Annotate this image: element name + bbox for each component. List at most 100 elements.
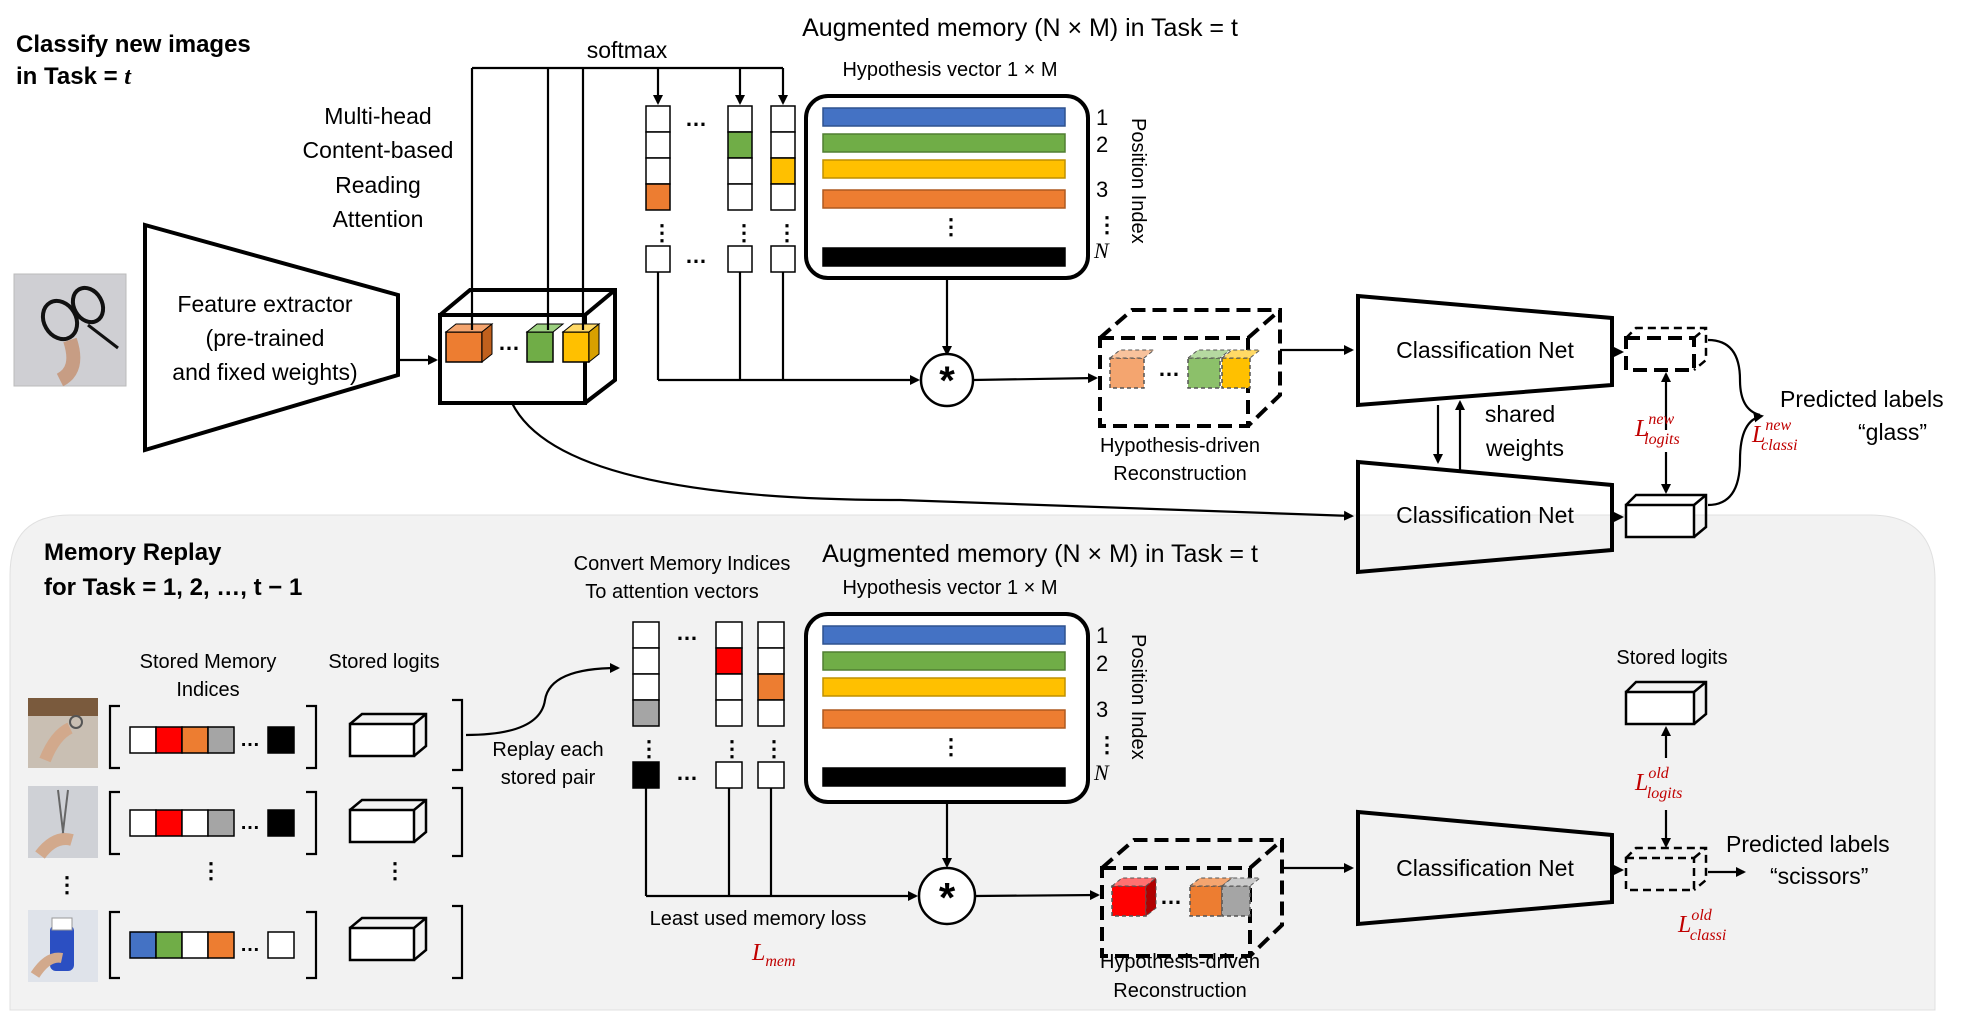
index-2-bottom: 2 xyxy=(1096,651,1108,676)
logits-ellipsis: ⋮ xyxy=(384,858,406,883)
svg-text:⋮: ⋮ xyxy=(763,736,785,761)
feature-extractor-label-1: Feature extractor xyxy=(177,291,352,317)
index-n-bottom: N xyxy=(1093,760,1110,785)
position-index-top: Position Index xyxy=(1127,118,1149,244)
index-3-bottom: 3 xyxy=(1096,697,1108,722)
scissors-photo-icon-2 xyxy=(28,786,98,859)
index-3-top: 3 xyxy=(1096,177,1108,202)
replay-label-1: Replay each xyxy=(492,739,603,761)
attention-label-2: Content-based xyxy=(303,137,454,163)
feature-extractor-label-3: and fixed weights) xyxy=(172,359,357,385)
bottom-title-line2: for Task = 1, 2, …, t − 1 xyxy=(44,574,302,601)
attention-to-conv-lines-bottom xyxy=(644,788,918,901)
stored-logits-label: Stored logits xyxy=(328,651,439,673)
convert-label-1: Convert Memory Indices xyxy=(574,553,791,575)
svg-text:…: … xyxy=(685,243,707,268)
index-row-ellipsis: ⋮ xyxy=(200,858,222,883)
replay-label-2: stored pair xyxy=(501,767,596,789)
reconstruction-box-bottom: … xyxy=(1100,838,1284,958)
reconstruction-box-top: … xyxy=(1098,308,1282,428)
svg-text:…: … xyxy=(1160,884,1182,909)
classification-net-3 xyxy=(1356,809,1614,927)
svg-text:⋮: ⋮ xyxy=(1096,212,1118,237)
feature-extractor-block xyxy=(143,222,400,453)
feature-extractor-label-2: (pre-trained xyxy=(206,325,325,351)
position-index-bottom: Position Index xyxy=(1127,634,1149,760)
softmax-label: softmax xyxy=(587,37,668,63)
reconstruction-caption-top-2: Reconstruction xyxy=(1113,463,1246,485)
svg-text:⋮: ⋮ xyxy=(638,736,660,761)
classification-net-1 xyxy=(1356,293,1614,408)
shared-weights-label-1: shared xyxy=(1485,401,1555,427)
arrow-conv-to-reconstruction-bottom xyxy=(974,890,1100,901)
augmented-memory-bottom: ⋮ xyxy=(804,612,1090,804)
predicted-value-top: “glass” xyxy=(1858,419,1927,445)
index-2-top: 2 xyxy=(1096,132,1108,157)
predicted-labels-bottom: Predicted labels xyxy=(1726,831,1890,857)
attention-label-3: Reading xyxy=(335,172,421,198)
svg-text:…: … xyxy=(1158,356,1180,381)
reconstruction-caption-bottom-2: Reconstruction xyxy=(1113,980,1246,1002)
svg-text:…: … xyxy=(676,760,698,785)
memory-title-bottom: Augmented memory (N × M) in Task = t xyxy=(822,540,1258,568)
predicted-labels-top: Predicted labels xyxy=(1780,386,1944,412)
top-title-line2: in Task = t xyxy=(16,63,132,90)
stored-indices-label-1: Stored Memory xyxy=(140,651,277,673)
attention-vectors-bottom: ⋮ ⋮ ⋮ … … xyxy=(632,620,785,789)
memory-title-top: Augmented memory (N × M) in Task = t xyxy=(802,14,1238,42)
least-used-label: Least used memory loss xyxy=(650,908,867,930)
attention-label-4: Attention xyxy=(333,206,424,232)
augmented-memory-top: ⋮ xyxy=(804,94,1090,280)
attention-label-1: Multi-head xyxy=(324,103,431,129)
stored-index-row-2: … xyxy=(108,790,318,856)
top-title-line1: Classify new images xyxy=(16,31,251,58)
svg-text:…: … xyxy=(685,106,707,131)
svg-text:⋮: ⋮ xyxy=(1096,732,1118,757)
svg-text:⋮: ⋮ xyxy=(721,736,743,761)
stored-logits-box-3 xyxy=(348,904,464,980)
classification-net-2 xyxy=(1356,459,1614,575)
predicted-value-bottom: “scissors” xyxy=(1770,863,1868,889)
index-1-bottom: 1 xyxy=(1096,623,1108,648)
arrow-conv-to-reconstruction xyxy=(972,373,1098,384)
svg-text:*: * xyxy=(939,874,956,921)
svg-text:…: … xyxy=(240,729,260,751)
bottom-title-line1: Memory Replay xyxy=(44,539,222,566)
logits-to-prediction xyxy=(1707,412,1764,507)
bottle-photo-icon xyxy=(28,910,98,982)
glasses-photo-icon xyxy=(13,273,127,387)
reconstruction-caption-bottom-1: Hypothesis-driven xyxy=(1100,951,1260,973)
feature-map-box: … xyxy=(438,288,617,405)
svg-text:⋮: ⋮ xyxy=(651,220,673,245)
reconstruction-caption-top-1: Hypothesis-driven xyxy=(1100,435,1260,457)
convert-label-2: To attention vectors xyxy=(585,581,758,603)
stored-logits-box-2 xyxy=(348,786,464,858)
svg-text:⋮: ⋮ xyxy=(776,220,798,245)
old-logits-box xyxy=(1624,846,1708,892)
svg-text:*: * xyxy=(939,359,955,403)
stored-index-row-3: … xyxy=(108,910,318,980)
scissors-photo-icon-1 xyxy=(28,698,98,768)
index-n-top: N xyxy=(1093,238,1110,263)
svg-text:…: … xyxy=(498,330,520,355)
svg-text:…: … xyxy=(676,620,698,645)
classification-net-1-label: Classification Net xyxy=(1396,337,1574,363)
attention-head-lines xyxy=(470,66,788,330)
stored-indices-label-2: Indices xyxy=(176,679,239,701)
replay-arrow xyxy=(465,663,620,737)
hypothesis-vector-top: Hypothesis vector 1 × M xyxy=(842,59,1057,81)
svg-text:⋮: ⋮ xyxy=(940,214,962,239)
stored-logits-box-1 xyxy=(348,698,464,772)
index-1-top: 1 xyxy=(1096,105,1108,130)
stored-logits-right-label: Stored logits xyxy=(1616,647,1727,669)
new-logits-to-prediction xyxy=(1707,338,1761,417)
attention-to-conv-lines xyxy=(656,272,920,385)
stored-logits-right-box xyxy=(1624,680,1708,726)
loss-mem: Lmem xyxy=(751,940,796,970)
hypothesis-vector-bottom: Hypothesis vector 1 × M xyxy=(842,577,1057,599)
logits-box xyxy=(1624,493,1708,539)
shared-weights-label-2: weights xyxy=(1485,435,1564,461)
